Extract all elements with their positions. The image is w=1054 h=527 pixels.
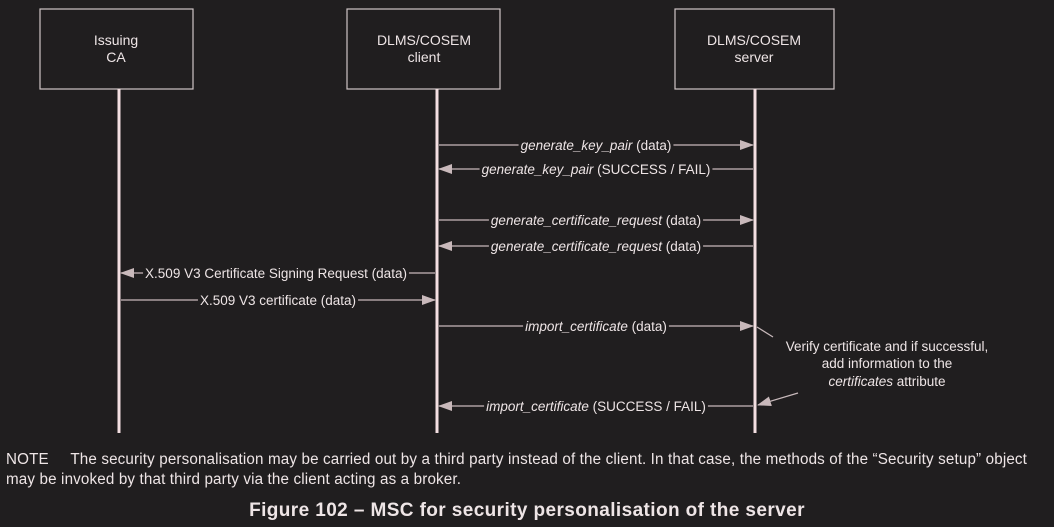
participant-label: Issuing <box>94 32 138 48</box>
message-label: import_certificate (data) <box>525 319 667 334</box>
message-arrow: X.509 V3 Certificate Signing Request (da… <box>120 266 435 281</box>
label-backdrop <box>479 162 713 177</box>
annotation-arrow <box>757 392 799 407</box>
message-args: X.509 V3 certificate (data) <box>200 293 356 308</box>
sequence-diagram: Issuing CA DLMS/COSEM client DLMS/COSEM … <box>39 8 989 433</box>
annotation-line: Verify certificate and if successful, <box>786 339 989 354</box>
participant-label: client <box>408 49 441 65</box>
message-label: generate_certificate_request (data) <box>491 239 701 254</box>
label-backdrop <box>197 293 359 308</box>
participant-server: DLMS/COSEM server <box>674 8 835 90</box>
message-arrow: generate_certificate_request (data) <box>438 239 753 254</box>
annotation-line: certificates attribute <box>828 374 945 389</box>
message-label: generate_key_pair (data) <box>521 138 672 153</box>
participant-client: DLMS/COSEM client <box>346 8 501 90</box>
annotation-italic: certificates <box>828 374 893 389</box>
note-tag: NOTE <box>6 451 49 468</box>
message-arrow: import_certificate (data) <box>439 319 754 334</box>
message-args: (data) <box>632 138 671 153</box>
participant-label: DLMS/COSEM <box>377 32 471 48</box>
label-backdrop <box>488 213 704 228</box>
label-backdrop <box>523 319 669 334</box>
message-args: (data) <box>662 213 701 228</box>
label-backdrop <box>484 399 708 414</box>
message-label: generate_key_pair (SUCCESS / FAIL) <box>482 162 711 177</box>
message-arrow: generate_key_pair (SUCCESS / FAIL) <box>438 162 753 177</box>
message-arrow: X.509 V3 certificate (data) <box>121 293 436 308</box>
message-method: generate_key_pair <box>521 138 633 153</box>
participant-issuing-ca: Issuing CA <box>39 8 194 90</box>
message-args: (SUCCESS / FAIL) <box>593 162 710 177</box>
participant-label: server <box>735 49 774 65</box>
message-label: X.509 V3 certificate (data) <box>200 293 356 308</box>
note-text: The security personalisation may be carr… <box>6 451 1028 488</box>
message-arrow: generate_certificate_request (data) <box>439 213 754 228</box>
verify-annotation: Verify certificate and if successful, ad… <box>756 326 989 407</box>
label-backdrop <box>518 138 674 153</box>
annotation-line: add information to the <box>822 356 953 371</box>
figure-caption: Figure 102 – MSC for security personalis… <box>249 500 805 521</box>
message-args: (data) <box>628 319 667 334</box>
message-arrow: import_certificate (SUCCESS / FAIL) <box>438 399 753 414</box>
message-method: import_certificate <box>525 319 628 334</box>
message-args: (data) <box>662 239 701 254</box>
participant-label: CA <box>106 49 126 65</box>
message-method: generate_certificate_request <box>491 213 663 228</box>
label-backdrop <box>488 239 704 254</box>
label-backdrop <box>143 266 409 281</box>
message-label: X.509 V3 Certificate Signing Request (da… <box>145 266 407 281</box>
message-method: import_certificate <box>486 399 589 414</box>
message-label: generate_certificate_request (data) <box>491 213 701 228</box>
message-label: import_certificate (SUCCESS / FAIL) <box>486 399 706 414</box>
message-arrow: generate_key_pair (data) <box>439 138 754 153</box>
message-args: X.509 V3 Certificate Signing Request (da… <box>145 266 407 281</box>
message-method: generate_key_pair <box>482 162 594 177</box>
message-args: (SUCCESS / FAIL) <box>589 399 706 414</box>
message-method: generate_certificate_request <box>491 239 663 254</box>
participant-label: DLMS/COSEM <box>707 32 801 48</box>
annotation-rest: attribute <box>893 374 946 389</box>
annotation-connector <box>756 326 774 338</box>
